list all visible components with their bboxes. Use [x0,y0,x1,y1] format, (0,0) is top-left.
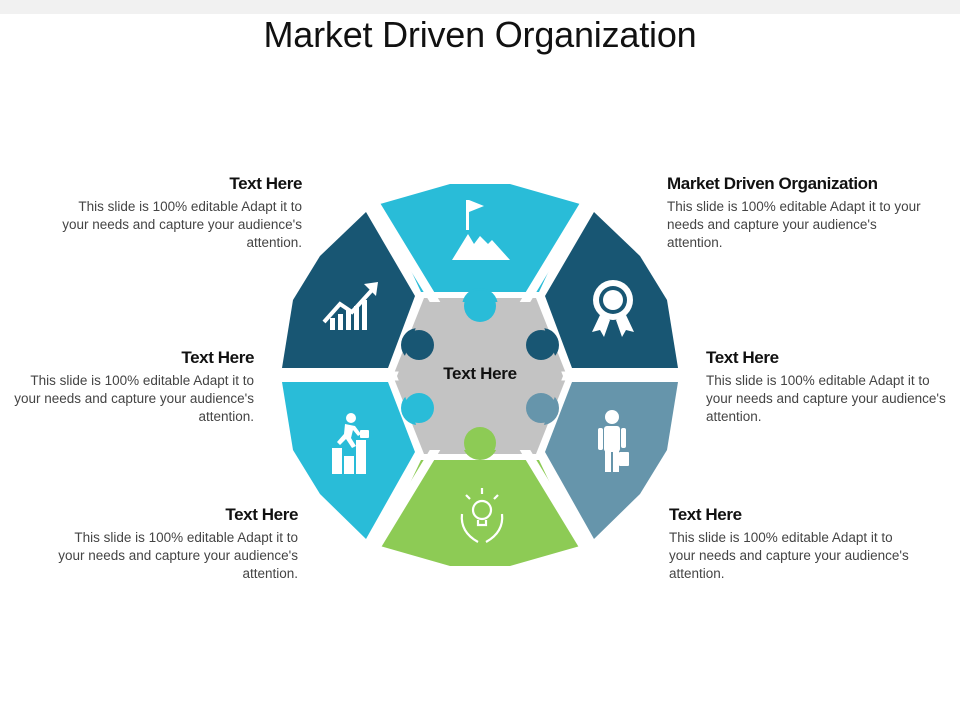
block-body: This slide is 100% editable Adapt it to … [14,373,254,424]
block-body: This slide is 100% editable Adapt it to … [62,199,302,250]
puzzle-tab-upper-right [526,330,556,360]
center-hexagon-front [397,302,563,450]
puzzle-tab-top [464,290,496,322]
block-heading: Text Here [181,348,254,367]
puzzle-tab-lower-right [526,393,556,423]
mountain-flag-icon [452,200,510,260]
puzzle-tab-bottom [464,427,496,459]
segment-lower-right [545,382,678,539]
block-heading: Text Here [225,505,298,524]
block-heading: Text Here [669,505,742,524]
text-block-middle-right: Text Here This slide is 100% editable Ad… [706,348,946,426]
climbing-steps-icon [332,413,369,474]
center-label: Text Here [443,364,517,383]
award-ribbon-icon [592,280,634,337]
text-block-upper-right: Market Driven Organization This slide is… [667,174,927,252]
lightbulb-hands-icon [460,488,504,543]
block-body: This slide is 100% editable Adapt it to … [706,373,946,424]
slide-title: Market Driven Organization [263,14,697,55]
block-heading: Market Driven Organization [667,174,878,193]
businessman-icon [598,410,629,472]
top-bar [0,0,960,14]
block-heading: Text Here [706,348,779,367]
text-block-lower-left: Text Here This slide is 100% editable Ad… [48,505,298,583]
block-body: This slide is 100% editable Adapt it to … [667,199,921,250]
block-heading: Text Here [229,174,302,193]
text-block-lower-right: Text Here This slide is 100% editable Ad… [669,505,909,583]
block-body: This slide is 100% editable Adapt it to … [58,530,298,581]
block-body: This slide is 100% editable Adapt it to … [669,530,909,581]
puzzle-tab-upper-left [404,330,434,360]
segment-upper-left [282,212,415,368]
text-block-middle-left: Text Here This slide is 100% editable Ad… [4,348,254,426]
text-block-upper-left: Text Here This slide is 100% editable Ad… [52,174,302,252]
growth-chart-icon [322,282,378,330]
puzzle-tab-lower-left [404,393,434,423]
segment-bottom [380,460,580,566]
